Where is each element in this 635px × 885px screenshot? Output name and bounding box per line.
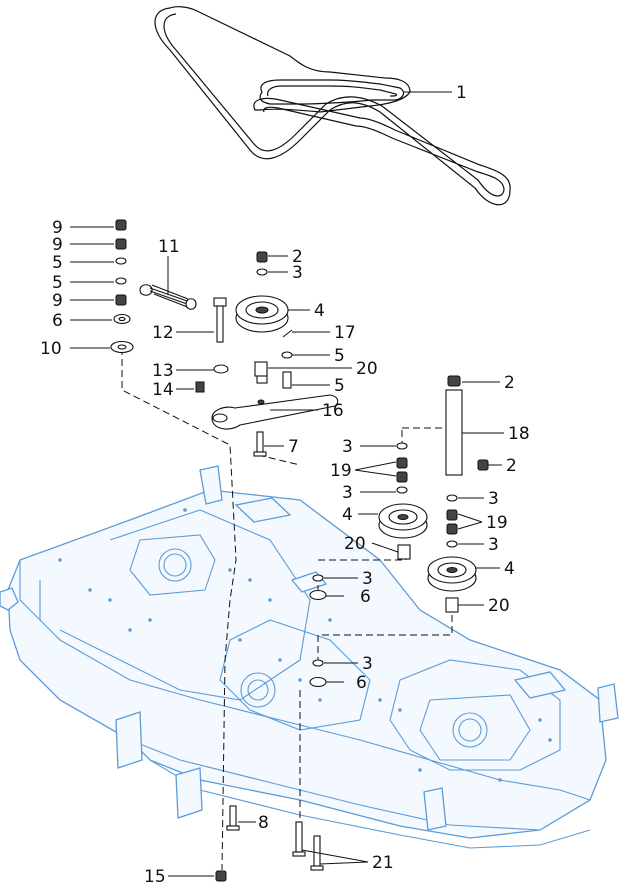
pulley-4-lower: [427, 556, 477, 592]
washer-3-r2: [396, 486, 408, 494]
callout-20-b: 20: [344, 534, 366, 554]
washer-3-r3: [446, 494, 458, 502]
bushing-20-mid: [397, 544, 411, 560]
nut-19-r4: [446, 523, 458, 535]
pin-17: [282, 329, 293, 338]
callout-3-deck1: 3: [362, 569, 373, 589]
callout-6-deck2: 6: [356, 673, 367, 693]
belt-part-1: [154, 6, 511, 206]
callout-6-deck1: 6: [360, 587, 371, 607]
washer-3-deck1: [312, 574, 324, 582]
bolt-21a: [295, 821, 303, 853]
callout-3-top: 3: [292, 263, 303, 283]
bolt-21b: [313, 835, 321, 867]
callout-3-r2: 3: [342, 483, 353, 503]
washer-6-deck1: [309, 589, 327, 601]
callout-9-a: 9: [52, 218, 63, 238]
callout-3-r3: 3: [488, 489, 499, 509]
callout-11: 11: [158, 237, 180, 257]
leader-lines: [70, 91, 504, 877]
washer-5-right: [281, 351, 293, 359]
nut-19-r2: [396, 471, 408, 483]
callout-5-c: 5: [334, 346, 345, 366]
washer-5-second: [115, 277, 127, 285]
deck-hardware: [215, 574, 327, 882]
bushing-20-top: [254, 361, 268, 377]
callout-2-right: 2: [504, 373, 515, 393]
callout-13: 13: [152, 361, 174, 381]
callout-5-a: 5: [52, 253, 63, 273]
pulley-4-top: [235, 251, 289, 333]
nut-9-third: [115, 294, 127, 306]
callout-10: 10: [40, 339, 62, 359]
callout-14: 14: [152, 380, 174, 400]
nut-2-top: [256, 251, 268, 263]
callout-2-lower: 2: [506, 456, 517, 476]
nut-2-lower: [477, 459, 489, 471]
washer-3-top: [256, 268, 268, 276]
callout-3-deck2: 3: [362, 654, 373, 674]
callout-3-r4: 3: [488, 535, 499, 555]
callout-16: 16: [322, 401, 344, 421]
deck-holes: [58, 508, 552, 782]
spring-part-11: [139, 284, 197, 310]
bolt-12: [213, 297, 227, 343]
washer-3-r1: [396, 442, 408, 450]
callout-20-c: 20: [488, 596, 510, 616]
arm-18: [445, 389, 463, 476]
callout-9-c: 9: [52, 291, 63, 311]
nut-9-second: [115, 238, 127, 250]
callout-labels: 1 2 3 4 9 9 5 5 9 6 10 11 12 17 5 20 13 …: [40, 83, 530, 885]
washer-3-r4: [446, 540, 458, 548]
washer-6: [113, 313, 131, 325]
washer-6-deck2: [309, 676, 327, 688]
small-hardware-center: [195, 329, 293, 457]
nut-9-top: [115, 219, 127, 231]
callout-4-mid: 4: [342, 505, 353, 525]
washer-5-top: [115, 257, 127, 265]
nut-2-right: [447, 375, 461, 387]
bushing-20-low: [445, 597, 459, 613]
bolt-7: [256, 431, 264, 455]
fitting-14: [195, 381, 205, 393]
nut-19-r1: [396, 457, 408, 469]
washer-13: [213, 364, 229, 374]
nut-19-r3: [446, 509, 458, 521]
callout-12: 12: [152, 323, 174, 343]
callout-18: 18: [508, 424, 530, 444]
nut-15: [215, 870, 227, 882]
mower-deck: [0, 465, 619, 849]
callout-20-a: 20: [356, 359, 378, 379]
callout-8: 8: [258, 813, 269, 833]
washer-3-deck2: [312, 659, 324, 667]
callout-4-low: 4: [504, 559, 515, 579]
callout-5-d: 5: [334, 376, 345, 396]
callout-15: 15: [144, 867, 166, 885]
callout-9-b: 9: [52, 235, 63, 255]
callout-17: 17: [334, 323, 356, 343]
bolt-8: [229, 805, 237, 829]
callout-5-b: 5: [52, 273, 63, 293]
callout-6-a: 6: [52, 311, 63, 331]
callout-2-top: 2: [292, 247, 303, 267]
callout-21: 21: [372, 853, 394, 873]
idler-arm-16: [211, 364, 339, 430]
callout-1: 1: [456, 83, 467, 103]
callout-3-r1: 3: [342, 437, 353, 457]
pulley-4-middle: [378, 503, 428, 539]
callout-19-a: 19: [330, 461, 352, 481]
callout-4-top: 4: [314, 301, 325, 321]
washer-10: [110, 340, 134, 354]
callout-7: 7: [288, 437, 299, 457]
right-idler-assembly: [254, 361, 489, 613]
left-hardware-stack: [110, 219, 134, 354]
callout-19-b: 19: [486, 513, 508, 533]
